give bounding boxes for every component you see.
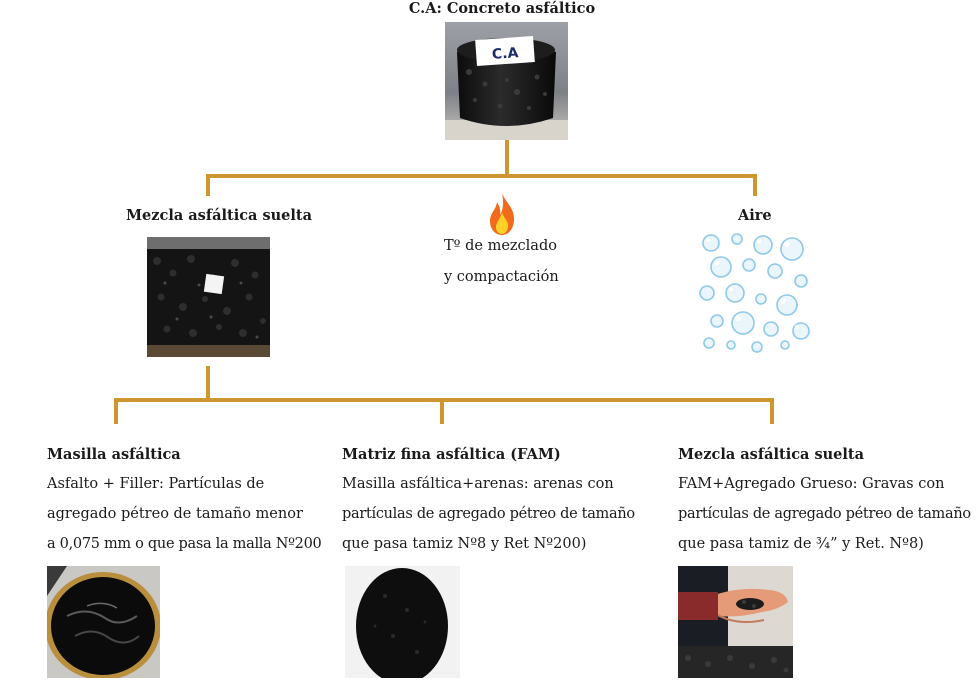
fam-desc-line: partículas de agregado pétreo de tamaño: [342, 506, 635, 522]
bubbles-icon: [697, 231, 812, 353]
fam-desc-line: Masilla asfáltica+arenas: arenas con: [342, 476, 614, 492]
root-title: C.A: Concreto asfáltico: [408, 0, 596, 17]
loose-mix-desc-line: partículas de agregado pétreo de tamaño: [678, 506, 971, 522]
connector-tier2-left: [114, 398, 118, 424]
connector-tier1-left: [206, 174, 210, 196]
coarse-aggregate-photo: [678, 566, 793, 678]
temperature-line2: y compactación: [444, 269, 559, 285]
mastic-desc-line: agregado pétreo de tamaño menor: [47, 506, 303, 522]
air-title: Aire: [738, 207, 772, 224]
sample-label: C.A: [491, 45, 519, 63]
mastic-desc-line: a 0,075 mm o que pasa la malla Nº200: [47, 536, 322, 552]
mastic-desc-line: Asfalto + Filler: Partículas de: [47, 476, 265, 492]
mastic-photo: [47, 566, 160, 678]
connector-tier2-middle: [440, 398, 444, 424]
fam-photo: [345, 566, 460, 678]
loose-mix-detail-title: Mezcla asfáltica suelta: [678, 446, 865, 463]
loose-mix-photo: [147, 237, 270, 357]
flame-icon: [488, 192, 516, 236]
connector-tier2-right: [770, 398, 774, 424]
connector-tier2-bar: [114, 398, 774, 402]
loose-mix-desc-line: FAM+Agregado Grueso: Gravas con: [678, 476, 945, 492]
connector-tier1-right: [753, 174, 757, 196]
fam-desc-line: que pasa tamiz Nº8 y Ret Nº200): [342, 536, 587, 552]
asphalt-concrete-sample-photo: C.A: [445, 22, 568, 140]
connector-root-stem: [505, 140, 509, 177]
temperature-line1: Tº de mezclado: [444, 238, 557, 254]
loose-mix-title: Mezcla asfáltica suelta: [126, 207, 313, 224]
fam-title: Matriz fina asfáltica (FAM): [342, 446, 561, 463]
connector-mix-stem: [206, 366, 210, 402]
connector-tier1-bar: [206, 174, 757, 178]
mastic-title: Masilla asfáltica: [47, 446, 181, 463]
loose-mix-desc-line: que pasa tamiz de ¾” y Ret. Nº8): [678, 536, 924, 552]
